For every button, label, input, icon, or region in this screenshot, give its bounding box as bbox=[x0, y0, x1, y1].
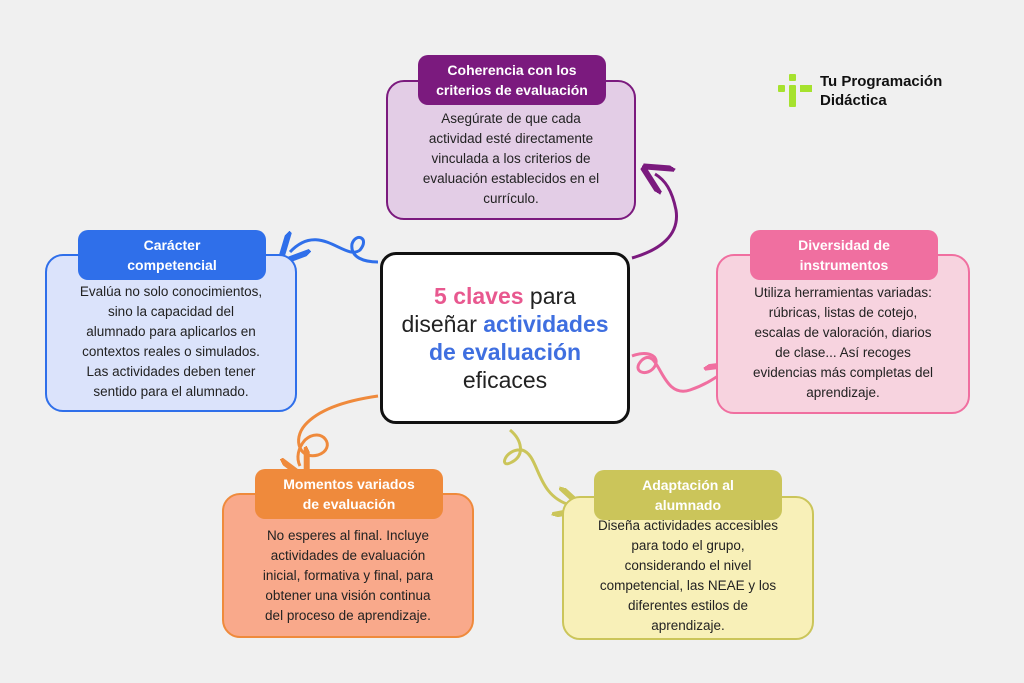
central-highlight-count: 5 claves bbox=[434, 283, 524, 309]
card-diversidad: Utiliza herramientas variadas: rúbricas,… bbox=[716, 254, 970, 414]
arrow-to-momentos bbox=[298, 394, 379, 466]
central-line-1: 5 claves para bbox=[434, 282, 576, 310]
tag-coherencia: Coherencia con los criterios de evaluaci… bbox=[418, 55, 606, 105]
arrow-to-diversidad bbox=[631, 352, 724, 392]
central-text-para: para bbox=[523, 283, 576, 309]
arrow-to-caracter bbox=[290, 237, 379, 262]
tag-diversidad: Diversidad de instrumentos bbox=[750, 230, 938, 280]
brand-name: Tu Programación Didáctica bbox=[820, 73, 943, 109]
central-text-eficaces: eficaces bbox=[462, 367, 548, 393]
plus-arrow-logo-icon bbox=[778, 74, 812, 107]
central-line-2: diseñar actividades bbox=[401, 310, 608, 338]
central-topic: 5 claves para diseñar actividades de eva… bbox=[380, 252, 630, 424]
card-coherencia-body: Asegúrate de que cada actividad esté dir… bbox=[422, 111, 600, 206]
card-adaptacion: Diseña actividades accesibles para todo … bbox=[562, 496, 814, 640]
tag-momentos: Momentos variados de evaluación bbox=[255, 469, 443, 519]
arrow-to-coherencia bbox=[631, 174, 678, 260]
card-adaptacion-body: Diseña actividades accesibles para todo … bbox=[597, 518, 779, 633]
tag-adaptacion: Adaptación al alumnado bbox=[594, 470, 782, 520]
brand-logo: Tu Programación Didáctica bbox=[778, 72, 942, 110]
tag-caracter: Carácter competencial bbox=[78, 230, 266, 280]
card-caracter: Evalúa no solo conocimientos, sino la ca… bbox=[45, 254, 297, 412]
card-diversidad-body: Utiliza herramientas variadas: rúbricas,… bbox=[752, 285, 934, 400]
central-text-disenar: diseñar bbox=[401, 311, 484, 337]
card-momentos-body: No esperes al final. Incluye actividades… bbox=[262, 527, 434, 623]
central-highlight-actividades: actividades bbox=[483, 311, 609, 337]
arrow-to-adaptacion bbox=[503, 428, 570, 505]
card-caracter-body: Evalúa no solo conocimientos, sino la ca… bbox=[79, 284, 263, 399]
central-highlight-evaluacion: de evaluación bbox=[428, 339, 582, 365]
